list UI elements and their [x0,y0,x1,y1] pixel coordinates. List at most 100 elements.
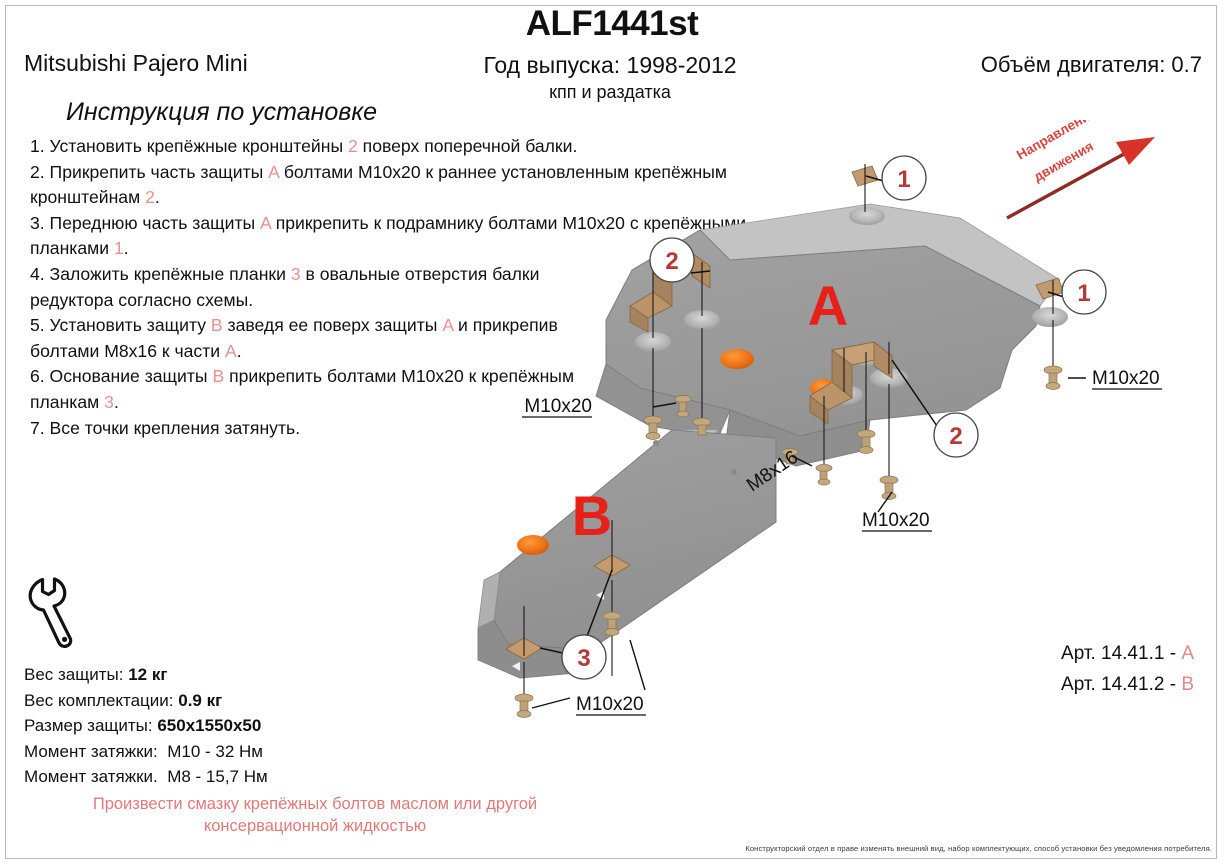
callout-2-bottom: 2 [933,412,979,458]
instruction-text: 7. Все точки крепления затянуть. [30,417,301,438]
plate-b-hole [731,469,737,475]
callout-2-left: 2 [649,237,695,283]
instruction-line: планкам 3. [30,390,820,416]
callout-number: 2 [665,248,678,275]
instruction-text: . [123,238,129,259]
fastener-m8x16 [815,464,833,486]
callout-circle [561,634,607,680]
callout-3-b: 3 [561,634,607,680]
spec-row: Размер защиты: 650x1550x50 [24,713,268,739]
instruction-text: . [154,187,160,208]
instruction-text: редуктора согласно схемы. [30,289,254,310]
spec-row: Вес комплектации: 0.9 кг [24,688,268,714]
instruction-line: кронштейнам 2. [30,185,820,211]
direction-arrow-head [1116,137,1155,165]
instruction-line: 7. Все точки крепления затянуть. [30,416,820,442]
instruction-text: 2. Прикрепить часть защиты [30,161,269,182]
spec-row: Вес защиты: 12 кг [24,662,268,688]
instruction-text: 1. Установить крепёжные кронштейны [30,136,348,156]
instruction-text: и прикрепив [453,315,558,336]
fastener-m10x20 [856,429,876,454]
plate-a-grommet [720,349,754,369]
part-reference: A [268,161,279,182]
bolt-label-leaders [531,377,1086,709]
instruction-text: кронштейнам [30,187,146,208]
callout-circle [933,412,979,458]
callout-circle [649,237,695,283]
part-reference: B [210,315,223,336]
part-reference: A [260,212,271,233]
plate-b-slot [512,662,520,671]
instruction-line: планками 1. [30,236,820,262]
fastener-m8x16 [781,448,799,465]
instruction-text: планкам [30,391,105,412]
page-title: ALF1441st [525,4,699,43]
spec-label: Момент затяжки: [24,741,168,761]
instruction-text: 4. Заложить крепёжные планки [30,263,291,284]
callout-balloons: 1 2 1 2 3 [539,155,1107,680]
fastener-m10x20 [602,611,622,636]
fastener-m10x20 [674,395,692,418]
lubrication-warning: Произвести смазку крепёжных болтов масло… [10,793,620,837]
spec-value: 12 кг [128,665,168,684]
callout-number: 1 [897,166,910,193]
spec-label: Размер защиты: [24,716,158,735]
callout-number: 1 [1077,280,1090,307]
instruction-text: заведя ее поверх защиты [222,315,443,336]
part-reference: 2 [145,187,155,208]
article-code: Арт. 14.41.1 - [1061,643,1182,664]
instruction-text: 3. Переднюю часть защиты [30,212,261,233]
callout-1-right: 1 [1061,269,1107,315]
plate-a-boss [684,310,720,330]
callout-1-top: 1 [881,155,927,201]
spec-value: M10 - 32 Нм [167,741,263,761]
instruction-line: 4. Заложить крепёжные планки 3 в овальны… [30,262,820,288]
fastener-m10x20 [643,415,663,440]
callout-circle [1061,269,1107,315]
instruction-heading: Инструкция по установке [66,98,378,126]
instruction-line: 1. Установить крепёжные кронштейны 2 пов… [30,134,820,160]
direction-arrow-shaft [1006,141,1145,220]
part-reference: 3 [290,263,301,284]
assembly-subtitle: кпп и раздатка [549,82,671,102]
instruction-line: редуктора согласно схемы. [30,288,820,314]
part-reference: B [212,366,225,387]
part-reference: 2 [348,136,358,156]
instruction-line: 5. Установить защиту B заведя ее поверх … [30,313,820,339]
part-reference: A [442,315,454,336]
article-number: Арт. 14.41.1 - A [1061,638,1194,669]
bolt-label-m10x20-left: M10x20 [524,396,592,417]
instruction-line: болтами M8x16 к части A. [30,339,820,365]
callout-number: 2 [949,423,962,450]
spec-value: 0.9 кг [178,690,223,710]
instruction-text: . [236,340,242,361]
fastener-m10x20 [514,693,534,718]
part-reference: 3 [104,391,114,412]
instruction-text: прикрепить к подрамнику болтами M10x20 с… [270,212,747,233]
plate-a-body [605,229,1041,437]
production-year: Год выпуска: 1998-2012 [483,52,737,78]
instruction-text: . [113,391,119,412]
article-part-letter: A [1181,643,1194,664]
warning-line-1: Произвести смазку крепёжных болтов масло… [92,795,538,813]
plate-a-boss [1032,307,1068,327]
instruction-line: 2. Прикрепить часть защиты A болтами M10… [30,160,820,186]
engine-volume: Объём двигателя: 0.7 [980,52,1202,77]
instruction-text: в овальные отверстия балки [300,263,540,284]
plate-b-hole [653,440,659,446]
instruction-text: 5. Установить защиту [30,315,211,336]
exploded-assembly-diagram: Направление движения A [400,120,1224,740]
wrench-icon [24,576,82,653]
callout-number: 3 [577,645,590,672]
instruction-text: болтами M8x16 к части [30,340,226,361]
spec-label: Вес комплектации: [24,690,179,710]
fastener-stacks [514,365,1063,718]
callout-circle [881,155,927,201]
article-number: Арт. 14.41.2 - B [1061,669,1194,700]
instruction-text: 6. Основание защиты [30,366,213,387]
warning-line-2: консервационной жидкостью [203,817,427,835]
legal-fineprint: Конструкторский отдел в праве изменять в… [745,844,1212,853]
